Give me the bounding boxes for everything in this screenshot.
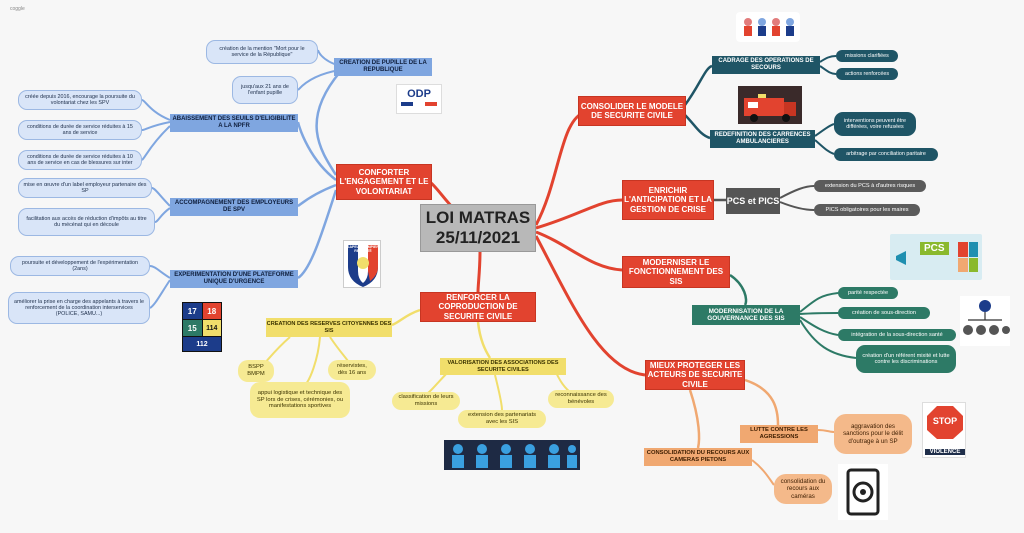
uniforms-icon: [452, 444, 577, 468]
sub-seuils[interactable]: ABAISSEMENT DES SEUILS D'ELIGIBILITE A L…: [170, 114, 298, 132]
leaf-reserves-appui[interactable]: appui logistique et technique des SP lor…: [250, 382, 350, 418]
leaf-associations-classification[interactable]: classification de leurs missions: [392, 392, 460, 410]
stop-sign-icon: [927, 406, 963, 439]
pcs-banner-text: PCS: [920, 242, 949, 255]
leaf-gouvernance-sante[interactable]: intégration de la sous-direction santé: [838, 329, 956, 341]
sub-agressions[interactable]: LUTTE CONTRE LES AGRESSIONS: [740, 425, 818, 443]
risk-icon-1: [958, 242, 968, 257]
leaf-associations-benevoles[interactable]: reconnaissance des bénévoles: [548, 390, 614, 408]
org-chart-image: [960, 296, 1010, 346]
leaf-reserves-reservistes[interactable]: réservistes, dès 16 ans: [328, 360, 376, 380]
sub-employeurs[interactable]: ACCOMPAGNEMENT DES EMPLOYEURS DE SPV: [170, 198, 298, 216]
uniformed-services-image: [444, 440, 580, 470]
violence-text: VIOLENCE: [925, 449, 965, 455]
retired-firefighter-badge: SAPEUR POMPIER RETRAITÉ: [343, 240, 381, 288]
coggle-watermark: coggle: [10, 6, 25, 12]
leaf-seuils-15ans[interactable]: conditions de durée de service réduites …: [18, 120, 142, 140]
sub-pupille[interactable]: CREATION DE PUPILLE DE LA REPUBLIQUE: [334, 58, 432, 76]
leaf-redefinition-interventions[interactable]: interventions peuvent être différées, vo…: [834, 112, 916, 136]
leaf-gouvernance-referent[interactable]: création d'un référent mixité et lutte c…: [856, 345, 956, 373]
people-icon: [744, 18, 794, 36]
leaf-cameras-consolidation[interactable]: consolidation du recours aux caméras: [774, 474, 832, 504]
sub-cameras[interactable]: CONSOLIDATION DU RECOURS AUX CAMERAS PIE…: [644, 448, 752, 466]
ambulance-icon: [744, 94, 796, 122]
risk-icons-grid: [958, 242, 978, 272]
leaf-agressions-sanctions[interactable]: aggravation des sanctions pour le délit …: [834, 414, 912, 454]
leaf-reserves-bspp[interactable]: BSPP BMPM: [238, 360, 274, 382]
pcs-banner-image: PCS: [890, 234, 982, 280]
leaf-seuils-10ans[interactable]: conditions de durée de service réduites …: [18, 150, 142, 170]
branch-renforcer[interactable]: RENFORCER LA COPRODUCTION DE SECURITE CI…: [420, 292, 536, 322]
leaf-cadrage-actions[interactable]: actions renforcées: [836, 68, 898, 80]
leaf-plateforme-2ans[interactable]: poursuite et développement de l'expérime…: [10, 256, 150, 276]
number-17: 17: [183, 303, 202, 319]
risk-icon-4: [968, 257, 978, 272]
megaphone-icon: [896, 251, 906, 265]
leaf-gouvernance-parite[interactable]: parité respectée: [838, 287, 898, 299]
org-chart-icon: [963, 300, 1010, 335]
sub-redefinition[interactable]: REDEFINITION DES CARRENCES AMBULANCIERES: [710, 130, 815, 148]
leaf-pupille-21ans[interactable]: jusqu'aux 21 ans de l'enfant pupille: [232, 76, 298, 104]
badge-text: SAPEUR POMPIER RETRAITÉ: [347, 245, 379, 253]
sub-reserves[interactable]: CREATION DES RESERVES CITOYENNES DES SIS: [266, 318, 392, 337]
leaf-employeurs-mecenat[interactable]: facilitation aux accès de réduction d'im…: [18, 208, 155, 236]
sub-gouvernance[interactable]: MODERNISATION DE LA GOUVERNANCE DES SIS: [692, 305, 800, 325]
leaf-gouvernance-sousdirection[interactable]: création de sous-direction: [838, 307, 930, 319]
emergency-numbers-image: 17 18 15 114 112: [182, 302, 222, 352]
leaf-redefinition-arbitrage[interactable]: arbitrage par conciliation paritaire: [834, 148, 938, 161]
branch-moderniser[interactable]: MODERNISER LE FONCTIONNEMENT DES SIS: [622, 256, 730, 288]
number-15: 15: [183, 320, 202, 336]
stop-violence-image: STOP VIOLENCE: [922, 402, 966, 458]
shield-icon: [348, 245, 378, 287]
tricolor-stripe: [401, 102, 437, 106]
sub-associations[interactable]: VALORISATION DES ASSOCIATIONS DES SECURI…: [440, 358, 566, 375]
sub-plateforme[interactable]: EXPERIMENTATION D'UNE PLATEFORME UNIQUE …: [170, 270, 298, 288]
odp-logo-image: ODP: [396, 84, 442, 114]
central-topic[interactable]: LOI MATRAS 25/11/2021: [420, 204, 536, 252]
number-112: 112: [183, 337, 221, 351]
risk-icon-2: [968, 242, 978, 257]
rescue-team-image: [736, 12, 800, 42]
leaf-pcs-extension[interactable]: extension du PCS à d'autres risques: [814, 180, 926, 192]
leaf-plateforme-coordination[interactable]: améliorer la prise en charge des appelan…: [8, 292, 150, 324]
leaf-associations-partenariats[interactable]: extension des partenariats avec les SIS: [458, 410, 546, 428]
leaf-employeurs-label[interactable]: mise en œuvre d'un label employeur parte…: [18, 178, 152, 198]
leaf-seuils-2016[interactable]: créée depuis 2016, encourage la poursuit…: [18, 90, 142, 110]
leaf-pupille-mention[interactable]: création de la mention "Mort pour le ser…: [206, 40, 318, 64]
branch-enrichir[interactable]: ENRICHIR L'ANTICIPATION ET LA GESTION DE…: [622, 180, 714, 220]
branch-consolider[interactable]: CONSOLIDER LE MODELE DE SECURITE CIVILE: [578, 96, 686, 126]
ambulance-image: [738, 86, 802, 124]
number-18: 18: [202, 303, 221, 319]
number-114: 114: [202, 320, 221, 336]
risk-icon-3: [958, 257, 968, 272]
leaf-pcs-maires[interactable]: PICS obligatoires pour les maires: [814, 204, 920, 216]
body-camera-image: [838, 464, 888, 520]
branch-conforter[interactable]: CONFORTER L'ENGAGEMENT ET LE VOLONTARIAT: [336, 164, 432, 200]
odp-logo-text: ODP: [407, 88, 431, 100]
camera-icon: [846, 468, 880, 516]
stop-text: STOP: [932, 416, 958, 426]
sub-pcs[interactable]: PCS et PICS: [726, 188, 780, 214]
sub-cadrage[interactable]: CADRAGE DES OPERATIONS DE SECOURS: [712, 56, 820, 74]
leaf-cadrage-missions[interactable]: missions clarifiées: [836, 50, 898, 62]
branch-proteger[interactable]: MIEUX PROTEGER LES ACTEURS DE SECURITE C…: [645, 360, 745, 390]
